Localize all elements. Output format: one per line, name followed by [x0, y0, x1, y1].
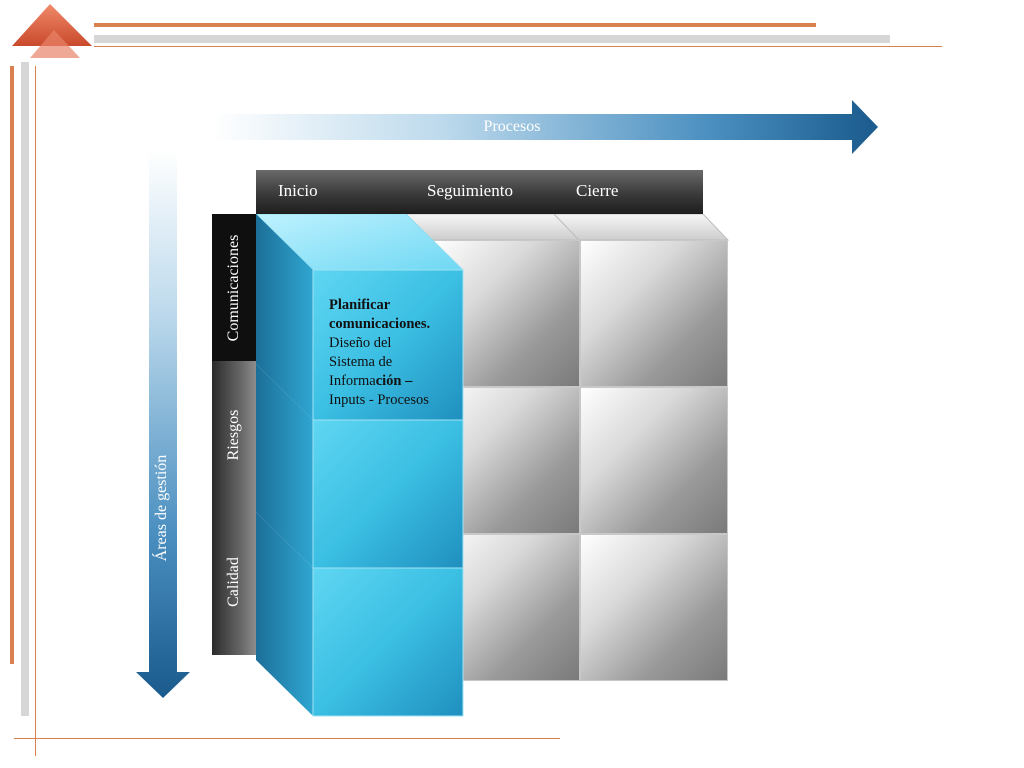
cell-cierre-calidad	[580, 534, 728, 681]
cell-cierre-comunicaciones	[580, 240, 728, 387]
highlight-line3b: ción –	[375, 373, 413, 389]
highlight-title: Planificar comunicaciones.	[329, 297, 431, 332]
left-rule-gray	[21, 62, 29, 716]
highlight-line4: Inputs - Procesos	[329, 392, 429, 408]
areas-label: Áreas de gestión	[153, 454, 170, 562]
row-header-riesgos: Riesgos	[212, 361, 256, 508]
cube-tops	[405, 214, 730, 241]
corner-triangle-icon	[12, 4, 92, 58]
row-label-comunicaciones: Comunicaciones	[225, 234, 242, 341]
left-rule-thin	[35, 66, 36, 756]
areas-arrow	[136, 150, 190, 698]
column-header-seguimiento: Seguimiento	[405, 170, 554, 214]
bottom-rule-thin	[14, 738, 560, 739]
cell-cierre-riesgos	[580, 387, 728, 534]
top-rule-orange	[94, 23, 816, 27]
row-label-riesgos: Riesgos	[225, 409, 242, 460]
highlight-line2: Sistema de	[329, 354, 393, 370]
highlight-line1: Diseño del	[329, 335, 392, 351]
procesos-label: Procesos	[483, 118, 541, 135]
row-label-calidad: Calidad	[225, 556, 242, 607]
top-rule-gray	[94, 35, 890, 43]
highlight-line3a: Informa	[329, 373, 376, 389]
left-rule-orange	[10, 66, 14, 664]
column-header-inicio: Inicio	[256, 170, 405, 214]
procesos-arrow	[212, 100, 878, 154]
row-header-calidad: Calidad	[212, 508, 256, 655]
row-header-comunicaciones: Comunicaciones	[212, 214, 256, 361]
highlight-description: Planificar comunicaciones. Diseño del Si…	[329, 296, 459, 410]
inicio-blue-cubes	[256, 214, 465, 717]
column-header-cierre: Cierre	[554, 170, 703, 214]
top-rule-thin	[94, 46, 942, 47]
